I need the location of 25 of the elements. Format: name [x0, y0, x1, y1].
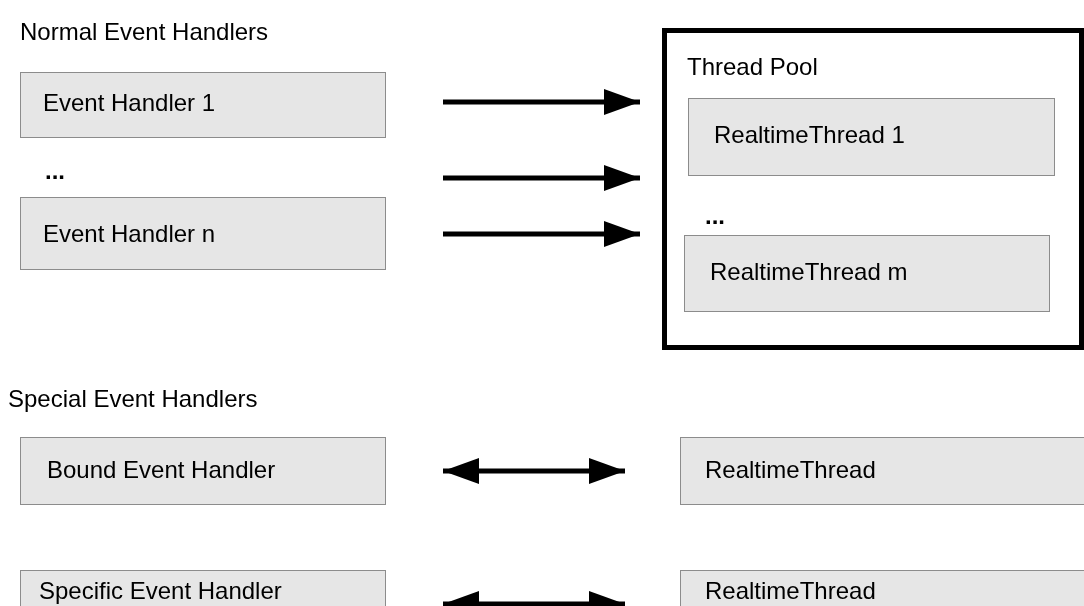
ellipsis: ... — [45, 157, 65, 185]
box-label: RealtimeThread m — [710, 258, 908, 286]
box-label: Event Handler n — [43, 220, 216, 248]
box-label: RealtimeThread 1 — [714, 121, 905, 149]
box-label: Bound Event Handler — [47, 456, 276, 484]
container-box — [662, 28, 1084, 350]
arrow — [443, 591, 625, 606]
arrow — [443, 458, 625, 484]
process-box — [20, 197, 386, 270]
process-box — [680, 437, 1084, 505]
arrow — [443, 221, 640, 247]
container-title: Thread Pool — [687, 53, 818, 81]
box-label: RealtimeThread — [705, 577, 876, 605]
process-box — [684, 235, 1050, 312]
process-box — [20, 72, 386, 138]
arrow — [443, 89, 640, 115]
process-box — [688, 98, 1055, 176]
box-label: Event Handler 1 — [43, 89, 216, 117]
section-heading: Special Event Handlers — [8, 385, 258, 413]
section-heading: Normal Event Handlers — [20, 18, 269, 46]
box-label: Specific Event Handler — [39, 577, 282, 605]
arrow — [443, 165, 640, 191]
process-box — [20, 437, 386, 505]
ellipsis: ... — [705, 202, 725, 230]
box-label: RealtimeThread — [705, 456, 876, 484]
